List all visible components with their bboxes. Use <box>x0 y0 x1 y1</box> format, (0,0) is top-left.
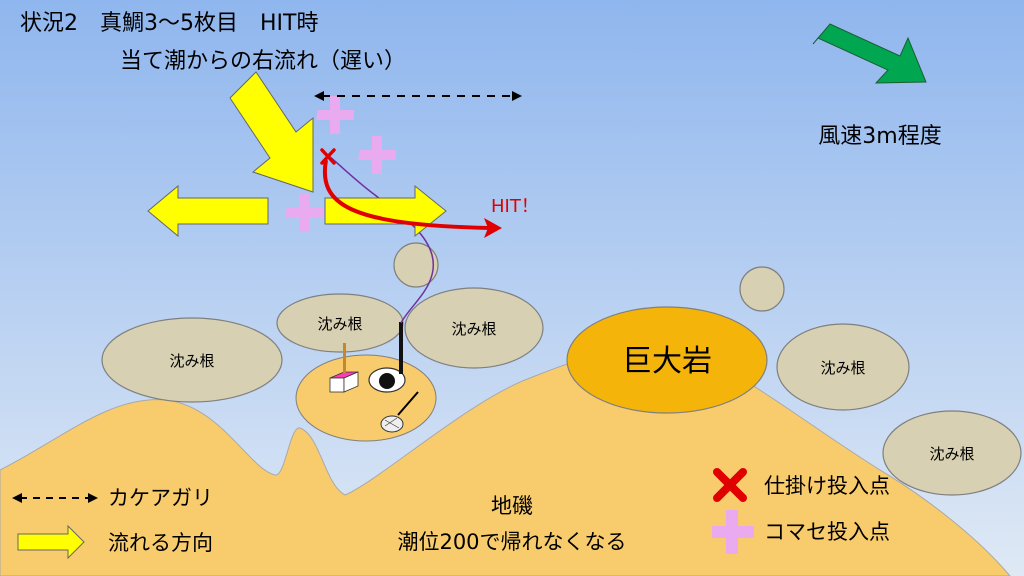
incoming-current-arrow <box>229 71 314 193</box>
ladle-icon <box>380 391 419 433</box>
legend-current-label: 流れる方向 <box>108 531 213 555</box>
shore-name: 地磯 <box>491 494 533 518</box>
dropoff-indicator <box>314 91 522 101</box>
sunken-rock-3: 沈み根 <box>404 287 544 369</box>
situation-subtitle: 当て潮からの右流れ（遅い） <box>120 49 406 74</box>
chum-cross-icon <box>285 193 323 231</box>
hit-path <box>322 159 491 230</box>
sunken-rock-label: 沈み根 <box>451 320 496 338</box>
chum-cross-icon <box>316 96 354 134</box>
rod-holder-icon <box>343 343 346 373</box>
giant-rock-label: 巨大岩 <box>622 344 712 379</box>
fishing-rod-icon <box>399 322 403 374</box>
wind-speed-label: 風速3m程度 <box>818 124 941 149</box>
rig-entry-x-icon <box>713 468 747 502</box>
legend-current: 流れる方向 <box>17 524 213 560</box>
legend-chum-point-label: コマセ投入点 <box>764 520 890 544</box>
sunken-rock-label: 沈み根 <box>169 352 214 370</box>
wind-arrow <box>812 23 927 84</box>
legend-chum-point: コマセ投入点 <box>712 510 890 554</box>
hit-arrowhead <box>484 218 502 238</box>
situation-title: 状況2 真鯛3～5枚目 HIT時 <box>20 11 318 36</box>
standing-platform <box>295 354 437 442</box>
sunken-rock-label: 沈み根 <box>820 359 865 377</box>
small-rock <box>393 242 439 288</box>
sunken-rock-label: 沈み根 <box>317 315 362 333</box>
sunken-rock-2: 沈み根 <box>276 293 404 353</box>
legend-rig-point: 仕掛け投入点 <box>713 468 890 502</box>
giant-rock: 巨大岩 <box>566 306 768 414</box>
cooler-box-icon <box>329 371 359 393</box>
sunken-rock-label: 沈み根 <box>929 445 974 463</box>
rig-entry-x-icon <box>320 148 336 165</box>
legend-rig-point-label: 仕掛け投入点 <box>764 474 890 498</box>
bucket-icon <box>368 367 406 393</box>
hit-label: HIT！ <box>491 196 539 217</box>
legend-dropoff-label: カケアガリ <box>108 486 213 510</box>
legend-dropoff: カケアガリ <box>12 486 213 510</box>
small-rock <box>739 266 785 312</box>
chum-cross-icon <box>358 136 396 174</box>
sunken-rock-4: 沈み根 <box>776 323 910 411</box>
chum-cross-icon <box>712 510 754 554</box>
current-left-arrow <box>147 184 269 238</box>
shore-sand <box>0 345 1011 576</box>
sunken-rock-1: 沈み根 <box>101 317 283 403</box>
sunken-rock-5: 沈み根 <box>882 410 1022 496</box>
shore-tide-note: 潮位200で帰れなくなる <box>397 530 626 554</box>
